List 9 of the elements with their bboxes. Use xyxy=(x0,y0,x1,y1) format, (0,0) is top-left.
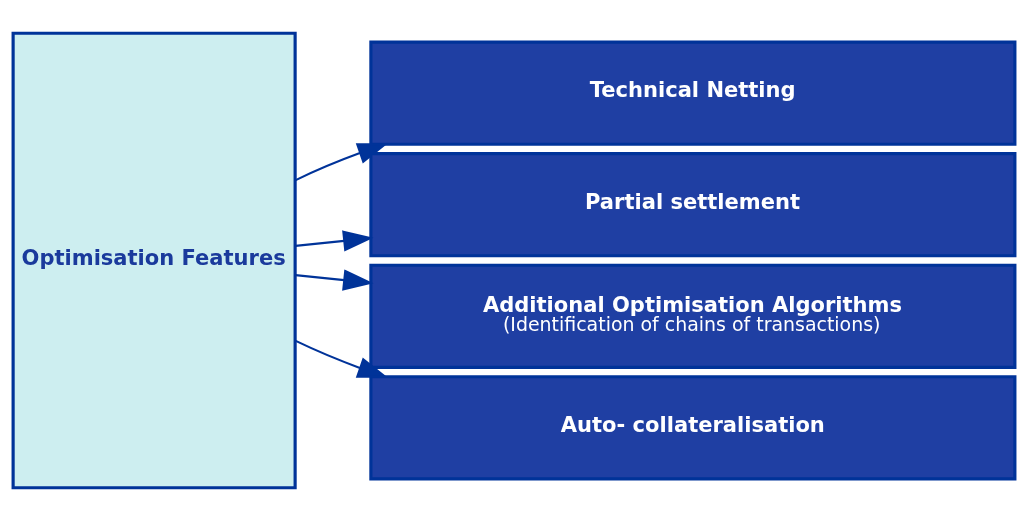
node-box: Additional Optimisation Algorithms (Identification of chains of transactions) xyxy=(369,263,1017,369)
node-box: Optimisation Features xyxy=(11,31,297,489)
arrow xyxy=(294,142,389,181)
node-box: Auto- collateralisation xyxy=(369,374,1017,480)
arrow xyxy=(295,268,374,291)
node-box: Partial settlement xyxy=(369,151,1017,257)
arrow xyxy=(294,339,389,378)
arrow xyxy=(295,229,374,252)
node-box: Technical Netting xyxy=(369,40,1017,146)
